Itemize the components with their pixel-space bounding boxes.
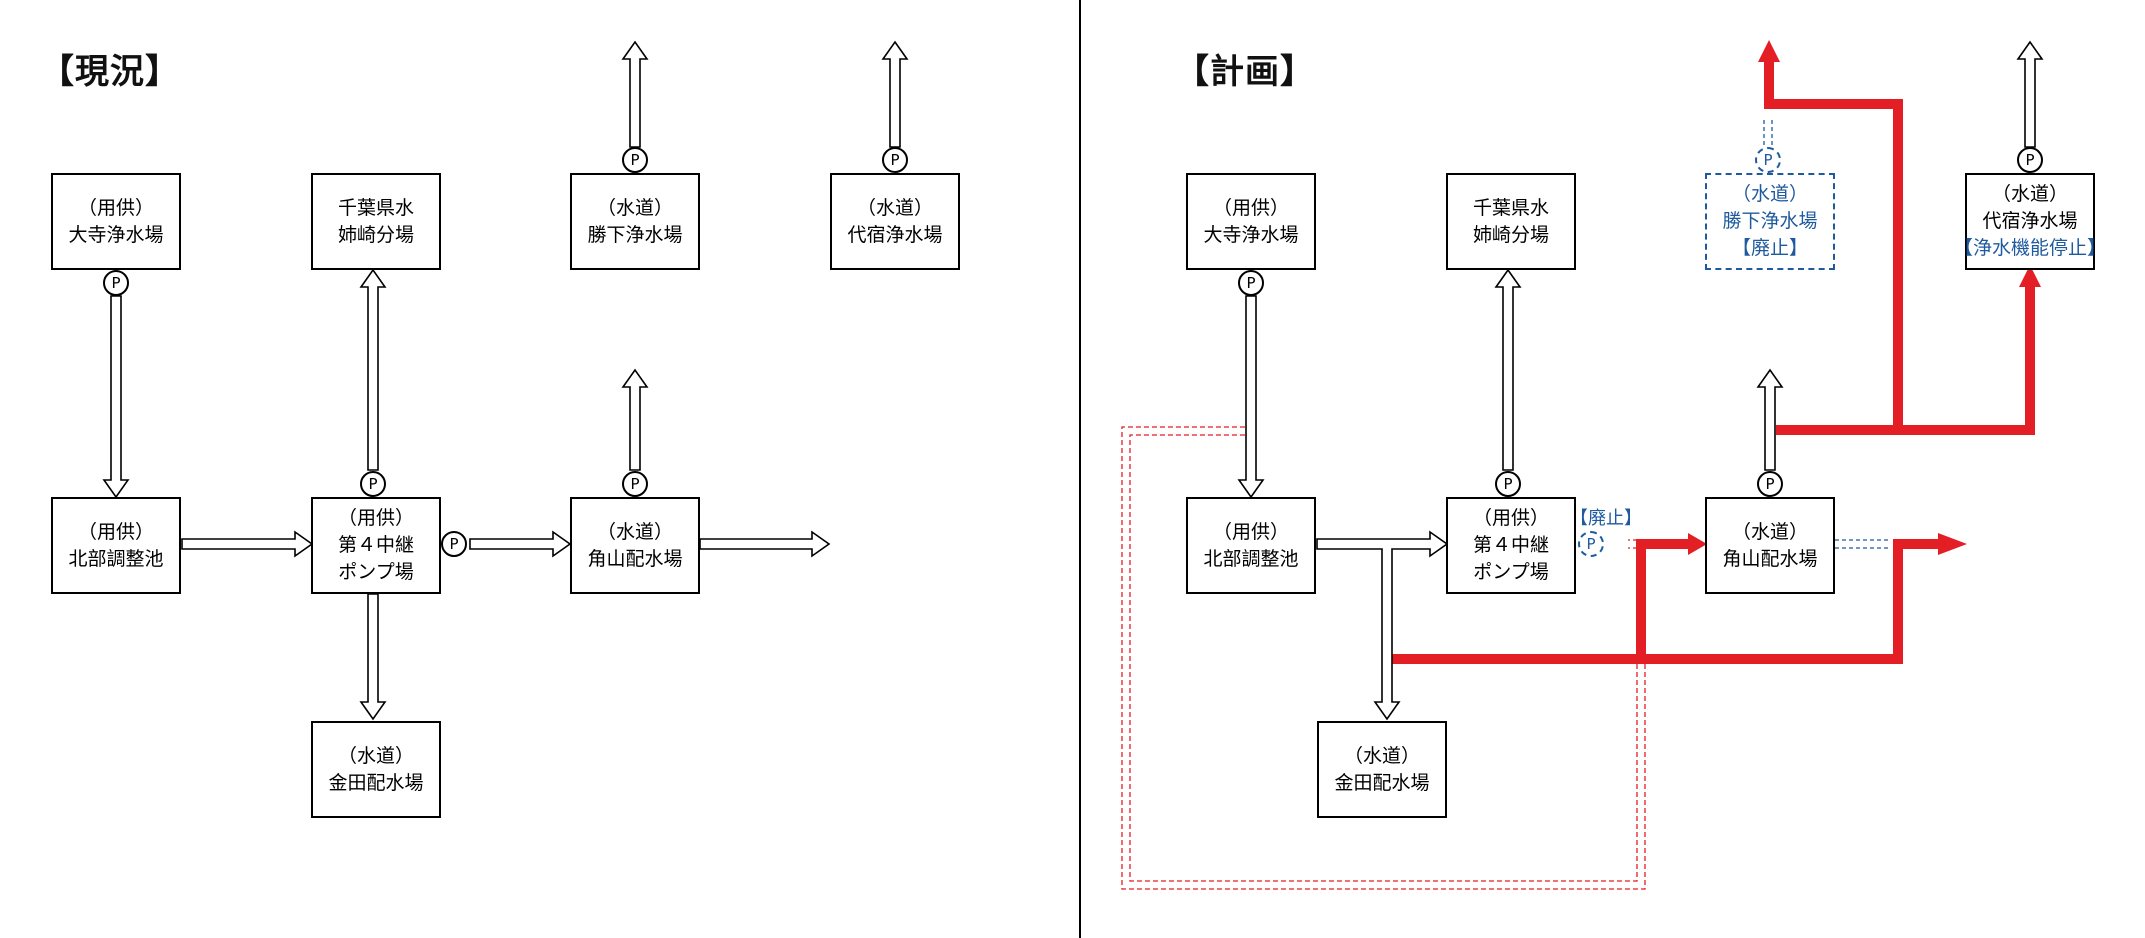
plan-facility-kakuyama-name: 角山配水場 (1722, 547, 1818, 570)
facility-daijuku: （水道） 代宿浄水場 (830, 173, 960, 270)
pipe-pump4-to-kakuyama (469, 530, 572, 558)
plan-facility-katsushita-name: 勝下浄水場 (1722, 210, 1818, 232)
pipe-kakuyama-out-up (621, 368, 649, 471)
plan-facility-pump4-name1: 第４中継 (1472, 534, 1549, 556)
new-pipe-to-daijuku (1898, 283, 2035, 435)
pipe-katsushita-out-up (621, 40, 649, 148)
abolished-pump-icon: P (1578, 531, 1604, 557)
facility-anesaki-name: 姉崎分場 (337, 223, 414, 246)
plan-facility-daijuku-type: （水道） (1991, 183, 2068, 205)
arrowhead-daijuku (2019, 265, 2041, 287)
facility-kaneda-type: （水道） (337, 744, 414, 767)
plan-facility-daijuku-status: 【浄水機能停止】 (1954, 237, 2107, 259)
plan-facility-kakuyama-type: （水道） (1731, 520, 1808, 543)
heading-current: 【現況】 (40, 52, 180, 92)
plan-pipe-daiji-to-hokubu (1237, 295, 1265, 499)
arrowhead-kakuyama (1688, 533, 1707, 555)
plan-pipe-kakuyama-out-up (1756, 368, 1784, 471)
facility-anesaki: 千葉県水 姉崎分場 (311, 173, 441, 270)
facility-daiji-type: （用供） (77, 196, 154, 219)
plan-facility-daiji-name: 大寺浄水場 (1203, 223, 1299, 246)
pump-icon: P (1238, 270, 1264, 296)
facility-daiji: （用供） 大寺浄水場 (51, 173, 181, 270)
abolished-pump-icon: P (1755, 147, 1781, 173)
pump-icon: P (1495, 471, 1521, 497)
facility-daijuku-type: （水道） (856, 196, 933, 219)
facility-pump4-name1: 第４中継 (337, 534, 414, 556)
facility-anesaki-type: 千葉県水 (337, 196, 414, 219)
facility-kaneda-name: 金田配水場 (328, 771, 424, 794)
facility-hokubu-name: 北部調整池 (68, 547, 164, 570)
new-pipe-to-kakuyama (1636, 539, 1690, 659)
plan-pipe-pump4-to-anesaki (1494, 268, 1522, 471)
plan-facility-katsushita-status: 【廃止】 (1731, 237, 1808, 259)
facility-kaneda: （水道） 金田配水場 (311, 721, 441, 818)
facility-hokubu-type: （用供） (77, 520, 154, 543)
pipe-kakuyama-out-right (699, 530, 831, 558)
facility-pump4-type: （用供） (337, 507, 414, 529)
arrowhead-katsushita (1758, 40, 1780, 62)
plan-pipe-daijuku-out-up (2016, 40, 2044, 148)
facility-pump4-name2: ポンプ場 (338, 561, 414, 583)
pipe-hokubu-to-pump4 (181, 530, 314, 558)
pump-abolished-note: 【廃止】 (1570, 508, 1642, 529)
pump-icon: P (441, 531, 467, 557)
plan-facility-katsushita-type: （水道） (1731, 183, 1808, 205)
new-pipe-to-katsushita-route (1764, 60, 1903, 435)
plan-facility-daijuku: （水道） 代宿浄水場 【浄水機能停止】 (1954, 173, 2106, 270)
facility-hokubu: （用供） 北部調整池 (51, 497, 181, 594)
plan-facility-kaneda-name: 金田配水場 (1334, 771, 1430, 794)
pump-icon: P (103, 270, 129, 296)
facility-pump4: （用供） 第４中継 ポンプ場 (311, 497, 441, 594)
plan-facility-anesaki: 千葉県水 姉崎分場 (1446, 173, 1576, 270)
pump-icon: P (882, 147, 908, 173)
plan-facility-daiji: （用供） 大寺浄水場 (1186, 173, 1316, 270)
pump-icon: P (360, 471, 386, 497)
facility-daiji-name: 大寺浄水場 (68, 223, 164, 246)
facility-kakuyama-name: 角山配水場 (587, 547, 683, 570)
plan-facility-anesaki-type: 千葉県水 (1472, 196, 1549, 219)
facility-katsushita-name: 勝下浄水場 (587, 223, 683, 246)
plan-facility-daiji-type: （用供） (1212, 196, 1289, 219)
pump-icon: P (2017, 147, 2043, 173)
heading-plan: 【計画】 (1175, 52, 1315, 92)
pipe-daiji-to-hokubu (102, 295, 130, 499)
plan-facility-katsushita: （水道） 勝下浄水場 【廃止】 (1705, 173, 1835, 270)
facility-kakuyama: （水道） 角山配水場 (570, 497, 700, 594)
pump-icon: P (622, 471, 648, 497)
plan-facility-kaneda-type: （水道） (1343, 744, 1420, 767)
plan-facility-hokubu-name: 北部調整池 (1203, 547, 1299, 570)
plan-pipe-hokubu-to-pump4-and-kaneda (1316, 530, 1449, 721)
plan-facility-hokubu-type: （用供） (1212, 520, 1289, 543)
abolished-link-kakuyama (1835, 539, 1890, 549)
plan-facility-anesaki-name: 姉崎分場 (1472, 223, 1549, 246)
pipe-pump4-to-kaneda (359, 593, 387, 721)
arrowhead-right-out (1938, 533, 1967, 555)
pump-icon: P (622, 147, 648, 173)
plan-facility-kakuyama: （水道） 角山配水場 (1705, 497, 1835, 594)
plan-facility-pump4-name2: ポンプ場 (1473, 561, 1549, 583)
plan-facility-pump4: （用供） 第４中継 ポンプ場 (1446, 497, 1576, 594)
plan-facility-daijuku-name: 代宿浄水場 (1982, 210, 2078, 232)
facility-daijuku-name: 代宿浄水場 (847, 223, 943, 246)
facility-katsushita: （水道） 勝下浄水場 (570, 173, 700, 270)
facility-kakuyama-type: （水道） (596, 520, 673, 543)
plan-facility-hokubu: （用供） 北部調整池 (1186, 497, 1316, 594)
plan-facility-pump4-type: （用供） (1472, 507, 1549, 529)
plan-facility-kaneda: （水道） 金田配水場 (1317, 721, 1447, 818)
pipe-pump4-to-anesaki (359, 268, 387, 471)
facility-katsushita-type: （水道） (596, 196, 673, 219)
pipe-daijuku-out-up (881, 40, 909, 148)
pump-icon: P (1757, 471, 1783, 497)
